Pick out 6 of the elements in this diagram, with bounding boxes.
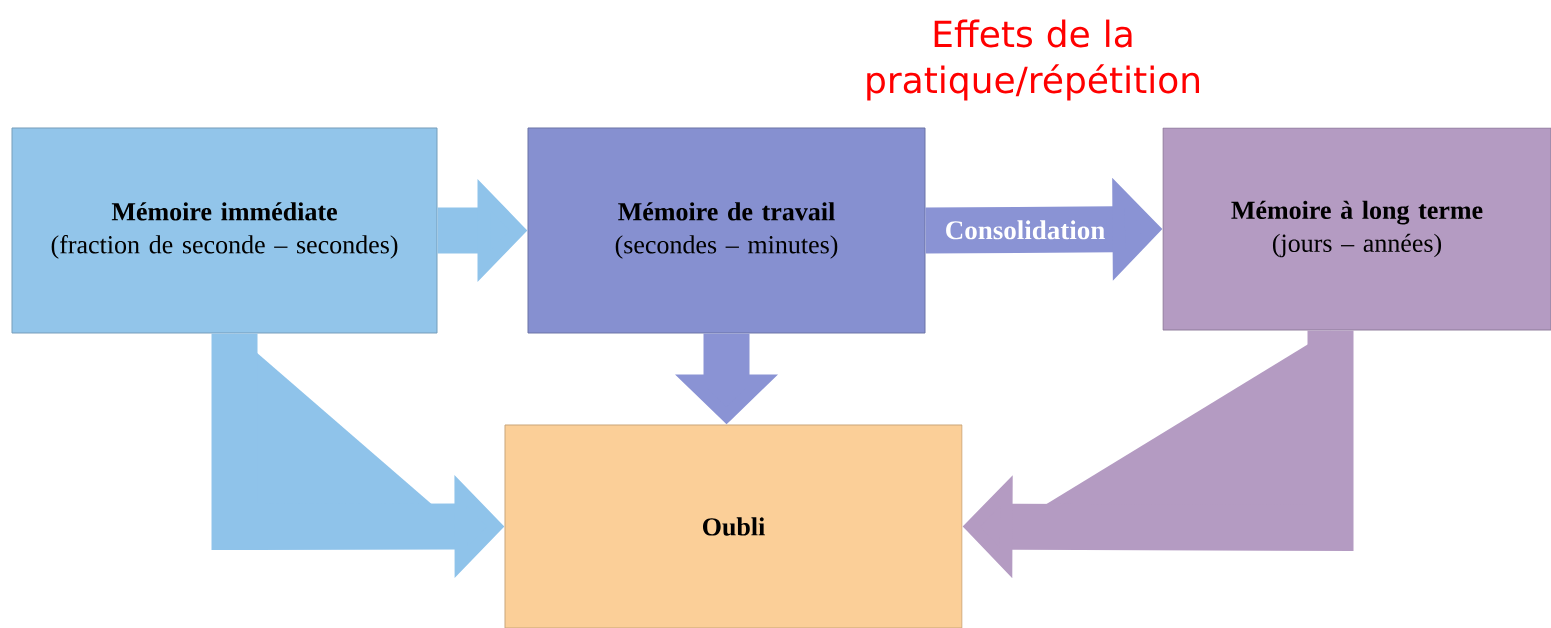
memory-box: Oubli (504, 424, 963, 628)
memory-box: Mémoire immédiate (fraction de seconde – secondes) (11, 127, 438, 334)
edge-label: Consolidation (943, 219, 1107, 241)
memory-box: Mémoire à long terme (jours – années) (1162, 127, 1551, 331)
note-text: Effets de la pratique/répétition (867, 19, 1199, 101)
memory-box: Mémoire de travail (secondes – minutes) (527, 127, 926, 334)
